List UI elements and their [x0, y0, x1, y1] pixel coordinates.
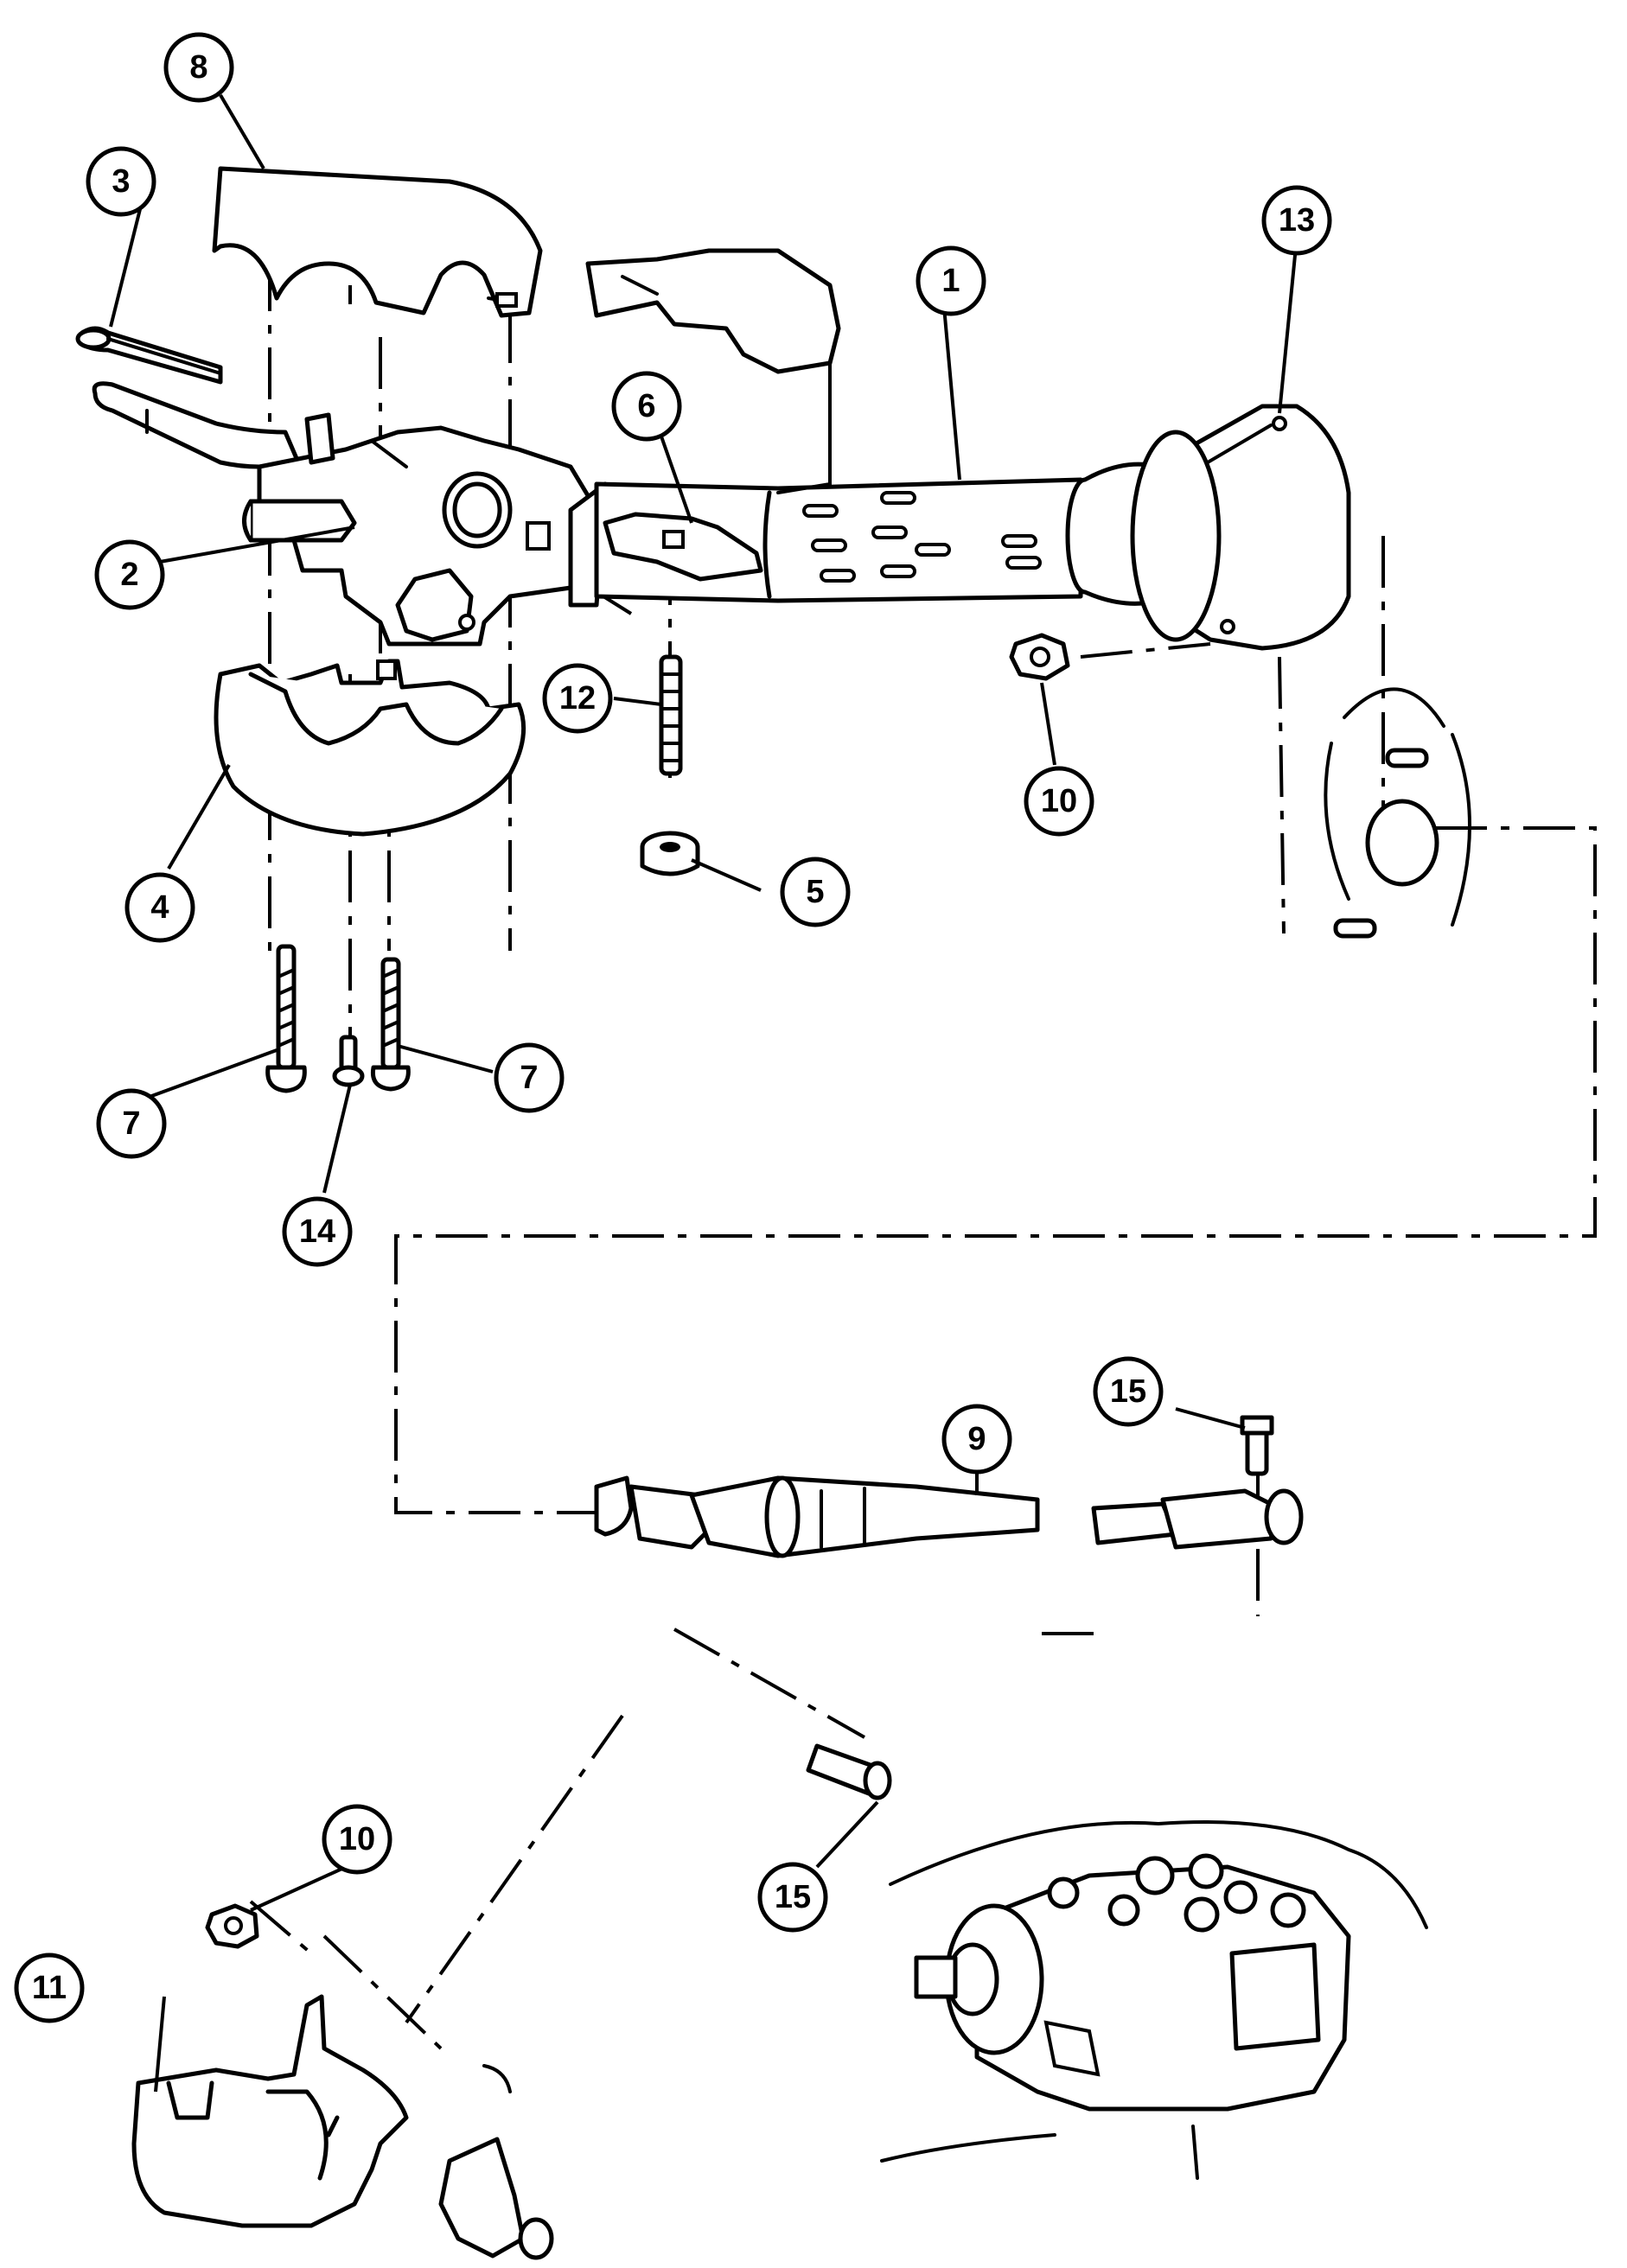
- screw-part-14: [332, 1035, 365, 1087]
- callout-label: 13: [1279, 202, 1315, 239]
- callout-8: 8: [163, 32, 234, 103]
- callout-label: 5: [806, 874, 824, 910]
- screw-part-7-left: [265, 944, 307, 1093]
- callout-label: 6: [637, 388, 655, 424]
- stud-part-12: [659, 654, 683, 776]
- dash-seal-part-13: [1130, 404, 1351, 651]
- callout-label: 12: [559, 680, 596, 717]
- callout-6: 6: [611, 371, 682, 442]
- callout-10-lower: 10: [322, 1804, 392, 1875]
- callout-1: 1: [916, 245, 986, 316]
- callout-label: 11: [32, 1970, 67, 2006]
- callout-5: 5: [780, 857, 851, 927]
- callout-label: 3: [112, 163, 130, 200]
- callout-label: 2: [120, 557, 138, 593]
- callout-4: 4: [124, 872, 195, 943]
- callout-label: 9: [967, 1421, 986, 1457]
- nut-part-10-upper: [1009, 633, 1070, 681]
- callout-label: 10: [1041, 783, 1077, 819]
- callout-label: 7: [520, 1060, 538, 1096]
- leader-lines: [109, 93, 1298, 2093]
- bracket-plate-part-6: [603, 512, 763, 582]
- bolt-part-15-lower: [806, 1743, 892, 1800]
- callout-label: 8: [189, 49, 207, 86]
- callout-15-lower: 15: [757, 1862, 828, 1933]
- callout-10-upper: 10: [1024, 766, 1094, 837]
- callout-label: 15: [775, 1879, 811, 1915]
- column-housing: [242, 412, 608, 647]
- callout-14: 14: [282, 1196, 353, 1267]
- callout-label: 15: [1110, 1373, 1146, 1410]
- callout-3: 3: [86, 146, 156, 217]
- callout-12: 12: [542, 663, 613, 734]
- shaft-shield-part-11: [131, 1994, 554, 2260]
- lower-shroud-part-4: [214, 659, 526, 837]
- screw-part-7-right: [370, 957, 411, 1092]
- intermediate-shaft-part-9: [594, 1475, 1304, 1558]
- callout-label: 14: [299, 1214, 335, 1250]
- callout-15-upper: 15: [1093, 1356, 1164, 1427]
- callout-label: 1: [941, 263, 960, 299]
- callout-9: 9: [941, 1404, 1012, 1475]
- dash-bracket: [585, 248, 841, 494]
- callout-2: 2: [94, 539, 165, 610]
- callout-11: 11: [14, 1953, 85, 2023]
- callout-label: 10: [339, 1821, 375, 1857]
- lever-part-3: [75, 326, 223, 385]
- callout-label: 7: [122, 1105, 140, 1142]
- callout-7-right: 7: [494, 1042, 565, 1113]
- steering-gear-box: [880, 1820, 1428, 2180]
- nut-part-5: [640, 831, 700, 876]
- callout-7-left: 7: [96, 1088, 167, 1159]
- callout-13: 13: [1261, 185, 1332, 256]
- multifunction-switch-stalk: [92, 381, 301, 469]
- nut-part-10-lower: [205, 1903, 259, 1949]
- upper-shroud-part-8: [212, 166, 543, 318]
- bolt-part-15-upper: [1240, 1415, 1274, 1476]
- dash-panel-opening: [1324, 687, 1471, 939]
- callout-label: 4: [150, 889, 169, 926]
